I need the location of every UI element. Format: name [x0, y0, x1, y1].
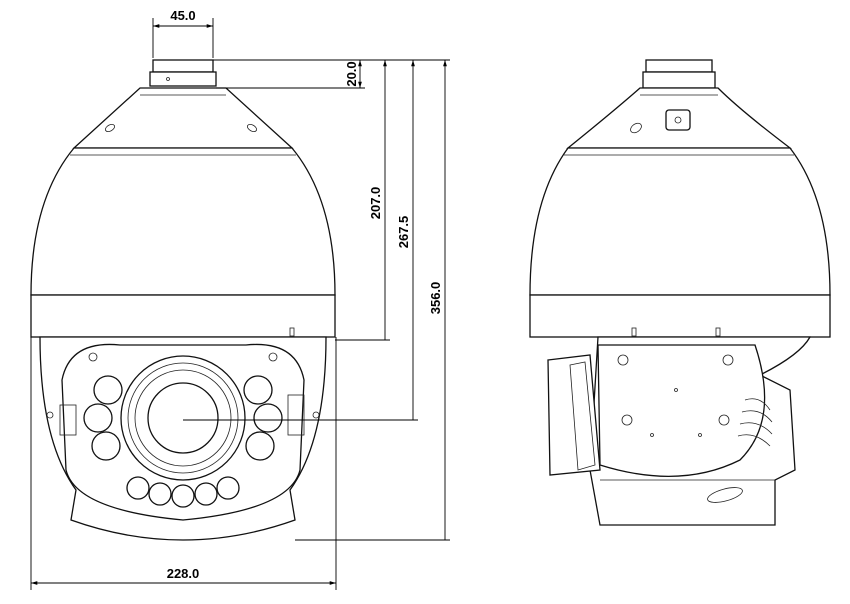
mount-top [152, 59, 214, 73]
dimension-labels: 45.0 20.0 207.0 267.5 356.0 228.0 [167, 8, 443, 581]
band [30, 294, 336, 338]
mount-neck [149, 71, 217, 87]
label-total-height: 356.0 [428, 282, 443, 315]
dome-body [30, 147, 336, 296]
label-top-to-lens: 267.5 [396, 216, 411, 249]
lens [120, 355, 246, 481]
label-mount-height: 20.0 [344, 61, 359, 86]
cap-flare [72, 87, 294, 149]
label-total-width: 228.0 [167, 566, 200, 581]
ir-leds [83, 375, 283, 508]
label-mount-width: 45.0 [170, 8, 195, 23]
label-top-to-band: 207.0 [368, 187, 383, 220]
side-vent-fins [737, 398, 773, 447]
side-view [529, 59, 831, 526]
dimension-lines [30, 18, 450, 590]
front-view [30, 59, 336, 541]
